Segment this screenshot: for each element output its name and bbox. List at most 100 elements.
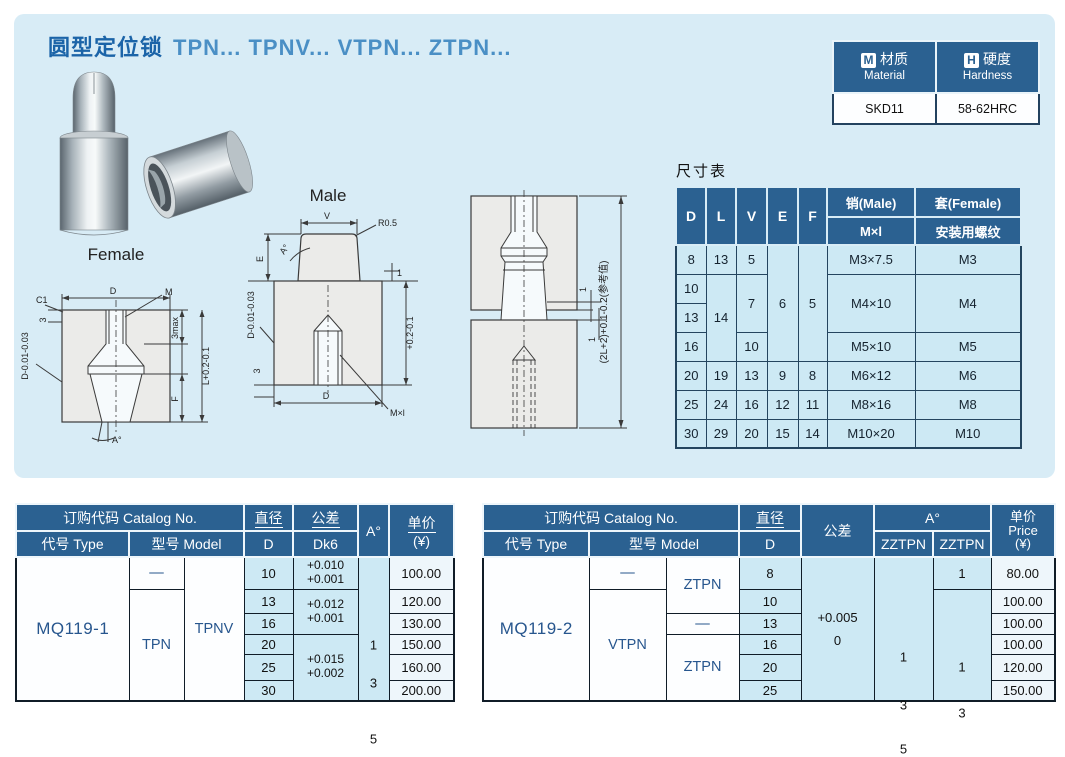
header-price: 单价 Price (¥) [990, 503, 1056, 558]
col-header-male-sub: M×l [826, 216, 916, 246]
dim-label: A° [277, 242, 291, 256]
angle-column-2: 1 3 [932, 588, 992, 720]
col-header-male: 销(Male) [826, 186, 916, 218]
cell: 30 [675, 418, 707, 449]
cell: 5 [735, 244, 768, 275]
header-catalog-no: 订购代码 Catalog No. [15, 503, 245, 532]
dim-label: D [323, 391, 330, 401]
cell: 16 [243, 612, 294, 635]
catalog-table-right: 订购代码 Catalog No. 直径 公差 A° 单价 Price (¥) 代… [482, 503, 1056, 757]
model-cell: ZTPN [665, 556, 740, 614]
cell: 13 [243, 588, 294, 614]
model-cell: TPN [128, 588, 185, 702]
catalog-table-left: 订购代码 Catalog No. 直径 公差 A° 单价 (¥) 代号 Type… [15, 503, 455, 747]
header-zztpn-2: ZZTPN [932, 530, 992, 558]
cell: 7 [735, 273, 768, 333]
dim-label: F [170, 396, 180, 402]
cell: M8 [914, 389, 1022, 420]
cell: 150.00 [990, 679, 1056, 702]
model-cell: — [665, 612, 740, 635]
cell: 20 [735, 418, 768, 449]
cell: 160.00 [388, 653, 455, 681]
cell: 100.00 [990, 633, 1056, 655]
hardness-value: 58-62HRC [935, 92, 1040, 125]
sleeve-photo [143, 130, 253, 219]
hardness-badge-icon: H [964, 53, 979, 69]
cell: 16 [738, 633, 802, 655]
header-angle: A° [357, 503, 390, 558]
cell: 120.00 [990, 653, 1056, 681]
model-cell: — [588, 556, 667, 590]
cell: 10 [675, 273, 707, 304]
header-tolerance: 公差 [800, 503, 875, 558]
size-table: D L V E F 销(Male) 套(Female) M×l 安装用螺纹 8 … [675, 186, 1022, 449]
cell: M6×12 [826, 360, 916, 391]
type-cell: MQ119-2 [482, 556, 590, 702]
female-drawing: Female D C1 M 3 D-0.01-0.03 3max F L+0.2… [20, 245, 211, 445]
cell: 100.00 [388, 556, 455, 590]
header-angle: A° [873, 503, 992, 532]
cell: 120.00 [388, 588, 455, 614]
cell: 15 [766, 418, 799, 449]
cell: +0.010+0.001 [292, 556, 359, 590]
dim-label: +0.2-0.1 [405, 316, 415, 349]
cell: 24 [705, 389, 737, 420]
type-cell: MQ119-1 [15, 556, 130, 702]
header-price: 单价 (¥) [388, 503, 455, 558]
cell: M3×7.5 [826, 244, 916, 275]
dim-label: D-0.01-0.03 [20, 332, 30, 380]
model-cell: — [128, 556, 185, 590]
pin-photo [59, 71, 129, 236]
header-type: 代号 Type [15, 530, 130, 558]
cell: 20 [738, 653, 802, 681]
male-drawing-title: Male [310, 186, 347, 205]
cell: M4 [914, 273, 1022, 333]
dim-label: 1 [578, 287, 588, 292]
cell: 16 [735, 389, 768, 420]
col-header-female: 套(Female) [914, 186, 1022, 218]
cell: M10×20 [826, 418, 916, 449]
cell: 13 [735, 360, 768, 391]
dim-label: 3 [252, 368, 262, 373]
dim-label: 3 [38, 317, 48, 322]
dim-label: L+0.2-0.1 [201, 347, 211, 385]
cell: 200.00 [388, 679, 455, 702]
cell: 13 [675, 302, 707, 333]
col-header-e: E [766, 186, 799, 246]
cell: +0.015+0.002 [292, 633, 359, 702]
col-header-f: F [797, 186, 828, 246]
cell: 20 [243, 633, 294, 655]
cell: 25 [738, 679, 802, 702]
header-catalog-no: 订购代码 Catalog No. [482, 503, 740, 532]
cell: 12 [766, 389, 799, 420]
header-dk6: Dk6 [292, 530, 359, 558]
cell: 29 [705, 418, 737, 449]
cell: +0.012+0.001 [292, 588, 359, 635]
cell: 130.00 [388, 612, 455, 635]
header-d: D [738, 530, 802, 558]
cell: 9 [766, 360, 799, 391]
cell: 14 [705, 273, 737, 362]
cell: 150.00 [388, 633, 455, 655]
angle-cell: 1 [932, 556, 992, 590]
cell: 100.00 [990, 612, 1056, 635]
cell: 100.00 [990, 588, 1056, 614]
dim-label: 1 [397, 268, 402, 278]
page-title-cn: 圆型定位锁 [48, 35, 164, 60]
dim-label: V [324, 211, 330, 221]
dim-label: D [110, 286, 117, 296]
col-header-l: L [705, 186, 737, 246]
cell: 80.00 [990, 556, 1056, 590]
cell: 8 [797, 360, 828, 391]
cell: 25 [675, 389, 707, 420]
cell: 20 [675, 360, 707, 391]
header-diameter: 直径 [243, 503, 294, 532]
cell: 8 [675, 244, 707, 275]
cell: M4×10 [826, 273, 916, 333]
cell: 10 [738, 588, 802, 614]
header-model: 型号 Model [588, 530, 740, 558]
